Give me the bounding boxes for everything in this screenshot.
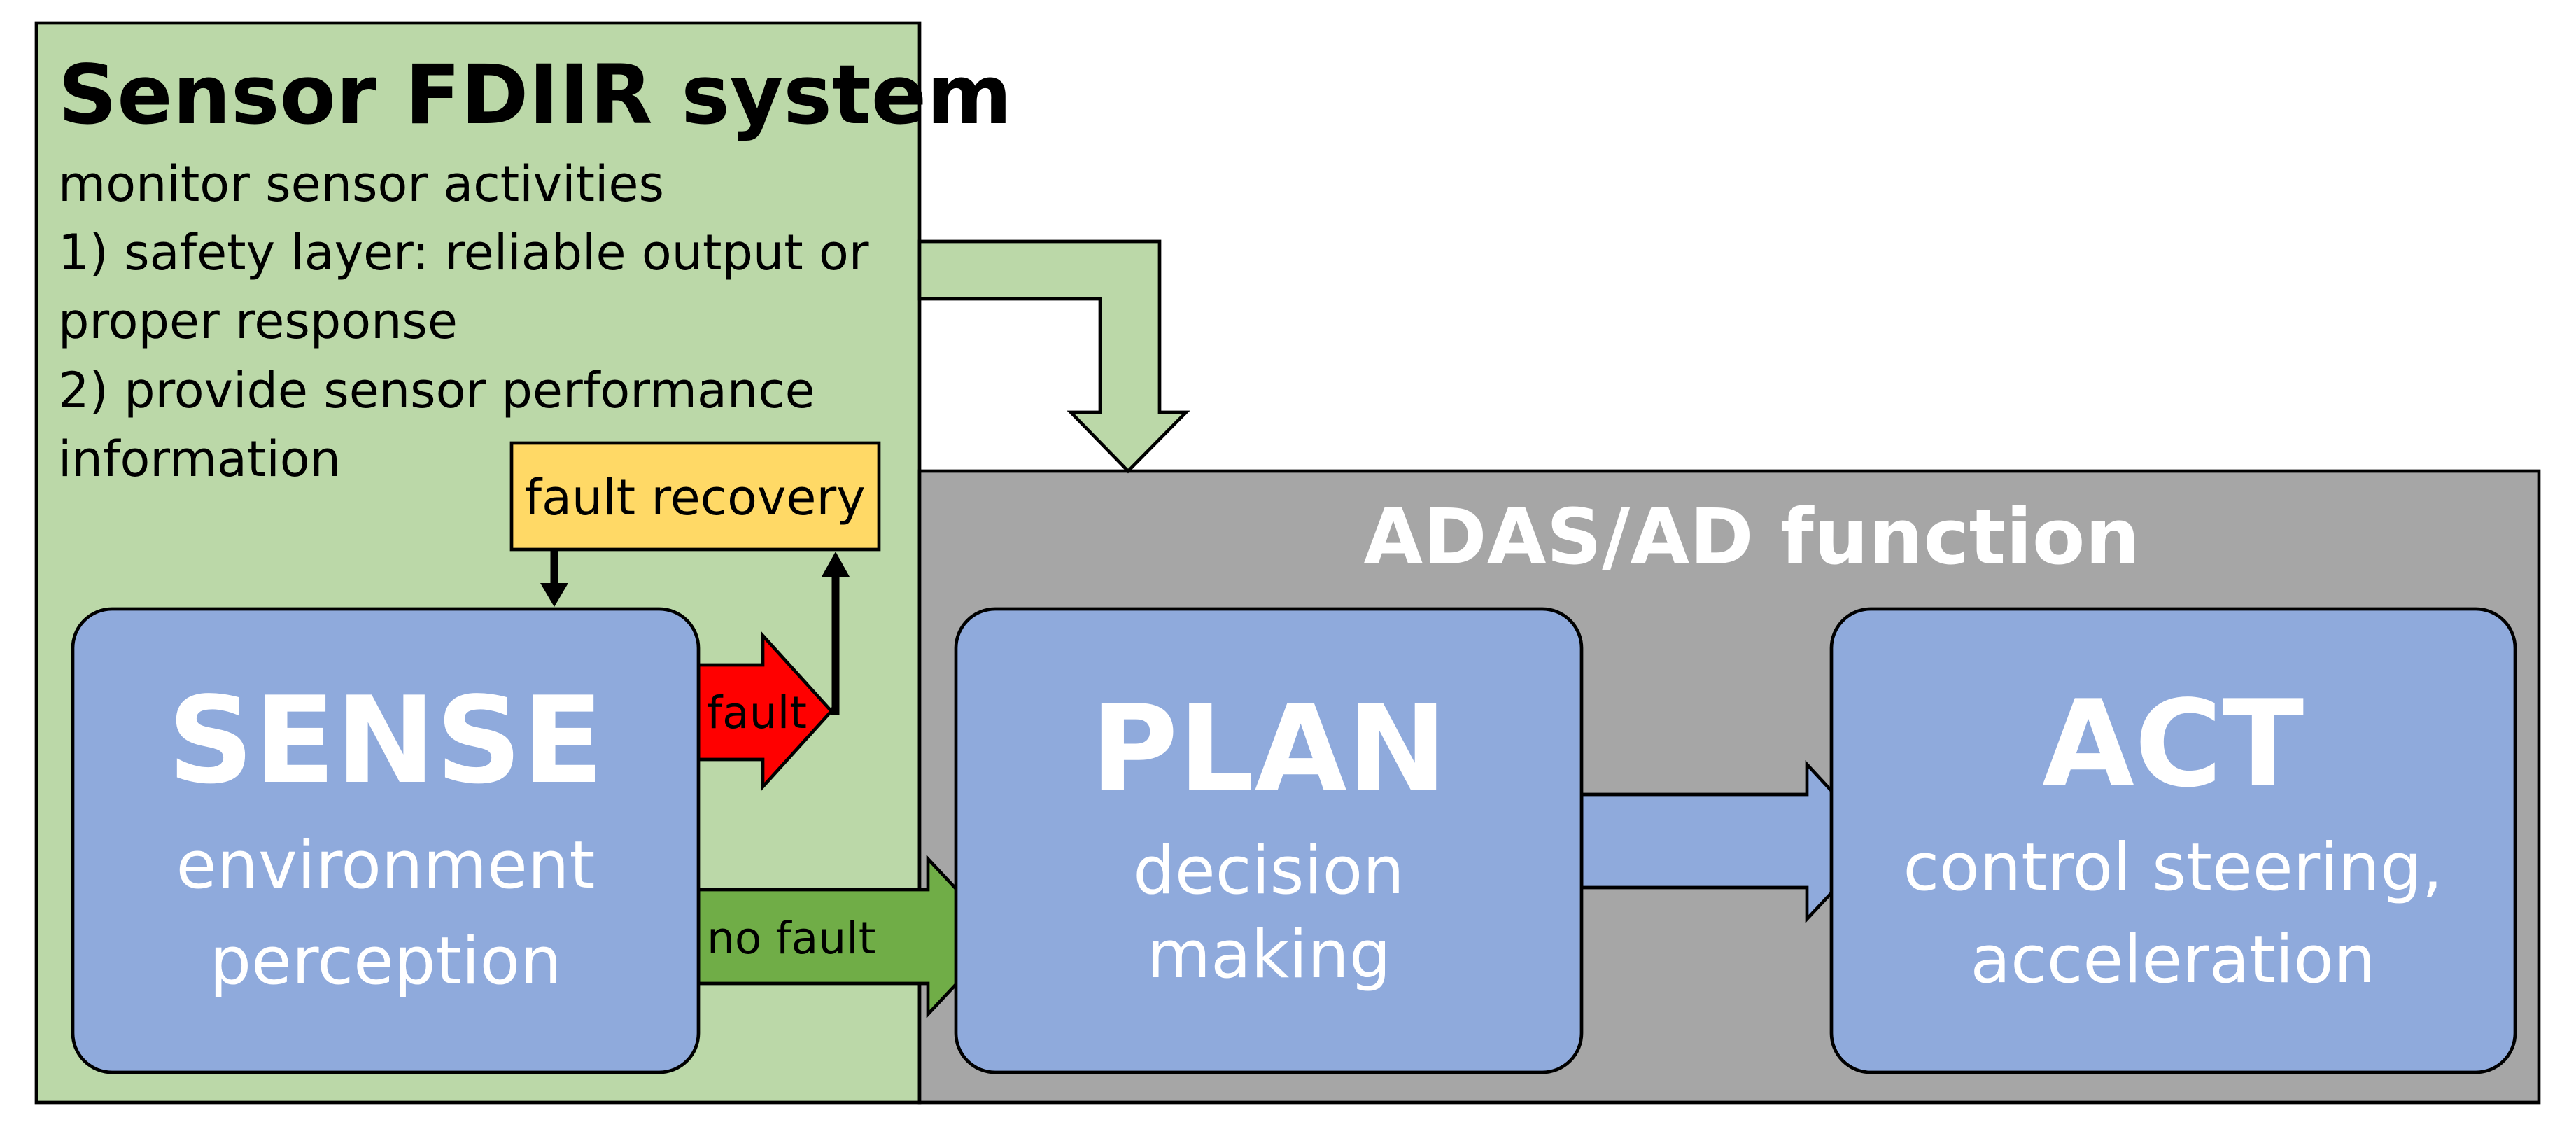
fault-arrow [696, 631, 834, 792]
fault-arrow-label: fault [707, 687, 807, 738]
sense-line-1: environment [176, 827, 596, 904]
fault-recovery-box [509, 441, 881, 552]
fault-to-recovery-arrowhead [822, 552, 850, 577]
plan-line-1: decision [1133, 833, 1404, 909]
plan-title: PLAN [1090, 680, 1447, 819]
fault-to-recovery-connector [831, 575, 840, 715]
fdiir-title: Sensor FDIIR system [58, 47, 1012, 143]
fdiir-line-4: 2) provide sensor performance [58, 362, 815, 419]
plan-block [954, 607, 1584, 1074]
act-title: ACT [2042, 675, 2304, 814]
act-block [1829, 607, 2517, 1074]
fdiir-line-3: proper response [58, 293, 458, 350]
recovery-to-sense-arrowhead [540, 583, 568, 607]
adas-title: ADAS/AD function [1363, 492, 2140, 582]
fdiir-to-adas-arrow [917, 239, 1190, 474]
sense-block [71, 607, 701, 1074]
fdiir-line-1: monitor sensor activities [58, 155, 664, 213]
sense-title: SENSE [167, 671, 603, 811]
plan-line-2: making [1147, 917, 1391, 993]
fdiir-line-2: 1) safety layer: reliable output or [58, 224, 869, 281]
fdiir-line-5: information [58, 430, 341, 488]
act-line-2: acceleration [1970, 922, 2375, 998]
sense-line-2: perception [209, 923, 561, 1000]
act-line-1: control steering, [1903, 829, 2442, 906]
no-fault-arrow-label: no fault [707, 913, 875, 964]
fault-recovery-label: fault recovery [524, 469, 865, 526]
